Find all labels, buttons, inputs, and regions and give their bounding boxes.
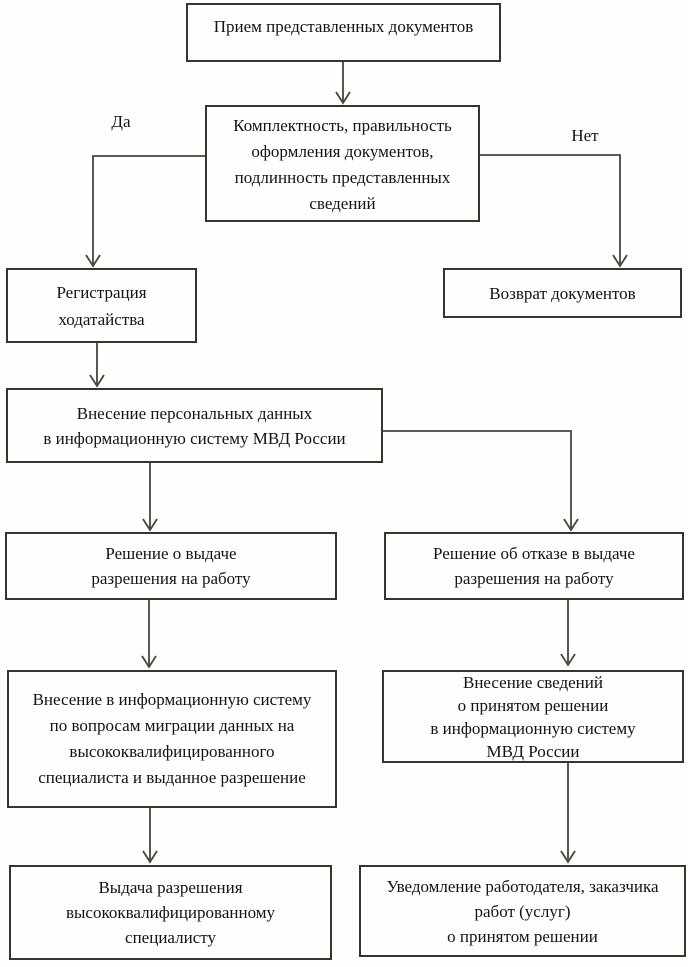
node-grant-decision-label: Решение о выдаче разрешения на работу bbox=[91, 544, 251, 588]
node-receive-documents: Прием представленных документов bbox=[186, 3, 501, 62]
node-completeness-check: Комплектность, правильность оформления д… bbox=[205, 105, 480, 222]
arrowhead-receive-to-check bbox=[335, 91, 351, 105]
node-grant-decision: Решение о выдаче разрешения на работу bbox=[5, 532, 337, 600]
arrowhead-registration-to-personal bbox=[89, 374, 105, 388]
arrowhead-deny-to-decisioninfo bbox=[560, 653, 576, 667]
node-permit-issue-label: Выдача разрешения высококвалифицированно… bbox=[65, 878, 275, 947]
node-return-documents: Возврат документов bbox=[443, 268, 682, 318]
arrowhead-decisioninfo-to-notify bbox=[560, 850, 576, 864]
node-deny-decision-label: Решение об отказе в выдаче разрешения на… bbox=[433, 544, 635, 588]
arrowhead-personal-to-deny bbox=[563, 518, 579, 532]
arrowhead-personal-to-grant bbox=[142, 518, 158, 532]
node-personal-data-entry-label: Внесение персональных данных в информаци… bbox=[43, 403, 346, 448]
node-migration-system-entry: Внесение в информационную систему по воп… bbox=[7, 670, 337, 808]
arrowhead-check-to-return bbox=[612, 254, 628, 268]
node-registration: Регистрация ходатайства bbox=[6, 268, 197, 343]
branch-label-no: Нет bbox=[571, 126, 599, 145]
connector-check-to-return bbox=[480, 154, 621, 264]
arrowhead-migration-to-issue bbox=[142, 850, 158, 864]
node-registration-label: Регистрация ходатайства bbox=[56, 282, 147, 329]
node-return-documents-label: Возврат документов bbox=[489, 283, 636, 303]
connector-personal-to-deny bbox=[383, 430, 572, 528]
node-decision-info-entry-label: Внесение сведений о принятом решении в и… bbox=[430, 672, 636, 761]
node-employer-notification: Уведомление работодателя, заказчика рабо… bbox=[359, 865, 686, 957]
node-permit-issue: Выдача разрешения высококвалифицированно… bbox=[9, 865, 332, 960]
node-completeness-check-label: Комплектность, правильность оформления д… bbox=[233, 116, 452, 213]
arrowhead-grant-to-migration bbox=[141, 655, 157, 669]
node-decision-info-entry: Внесение сведений о принятом решении в и… bbox=[382, 670, 684, 763]
arrowhead-check-to-registration bbox=[85, 254, 101, 268]
connector-check-to-registration bbox=[92, 155, 205, 264]
node-deny-decision: Решение об отказе в выдаче разрешения на… bbox=[384, 532, 684, 600]
node-personal-data-entry: Внесение персональных данных в информаци… bbox=[6, 388, 383, 463]
node-receive-documents-label: Прием представленных документов bbox=[213, 17, 474, 36]
node-migration-system-entry-label: Внесение в информационную систему по воп… bbox=[32, 690, 312, 787]
node-employer-notification-label: Уведомление работодателя, заказчика рабо… bbox=[386, 876, 659, 946]
branch-label-yes: Да bbox=[111, 112, 131, 131]
